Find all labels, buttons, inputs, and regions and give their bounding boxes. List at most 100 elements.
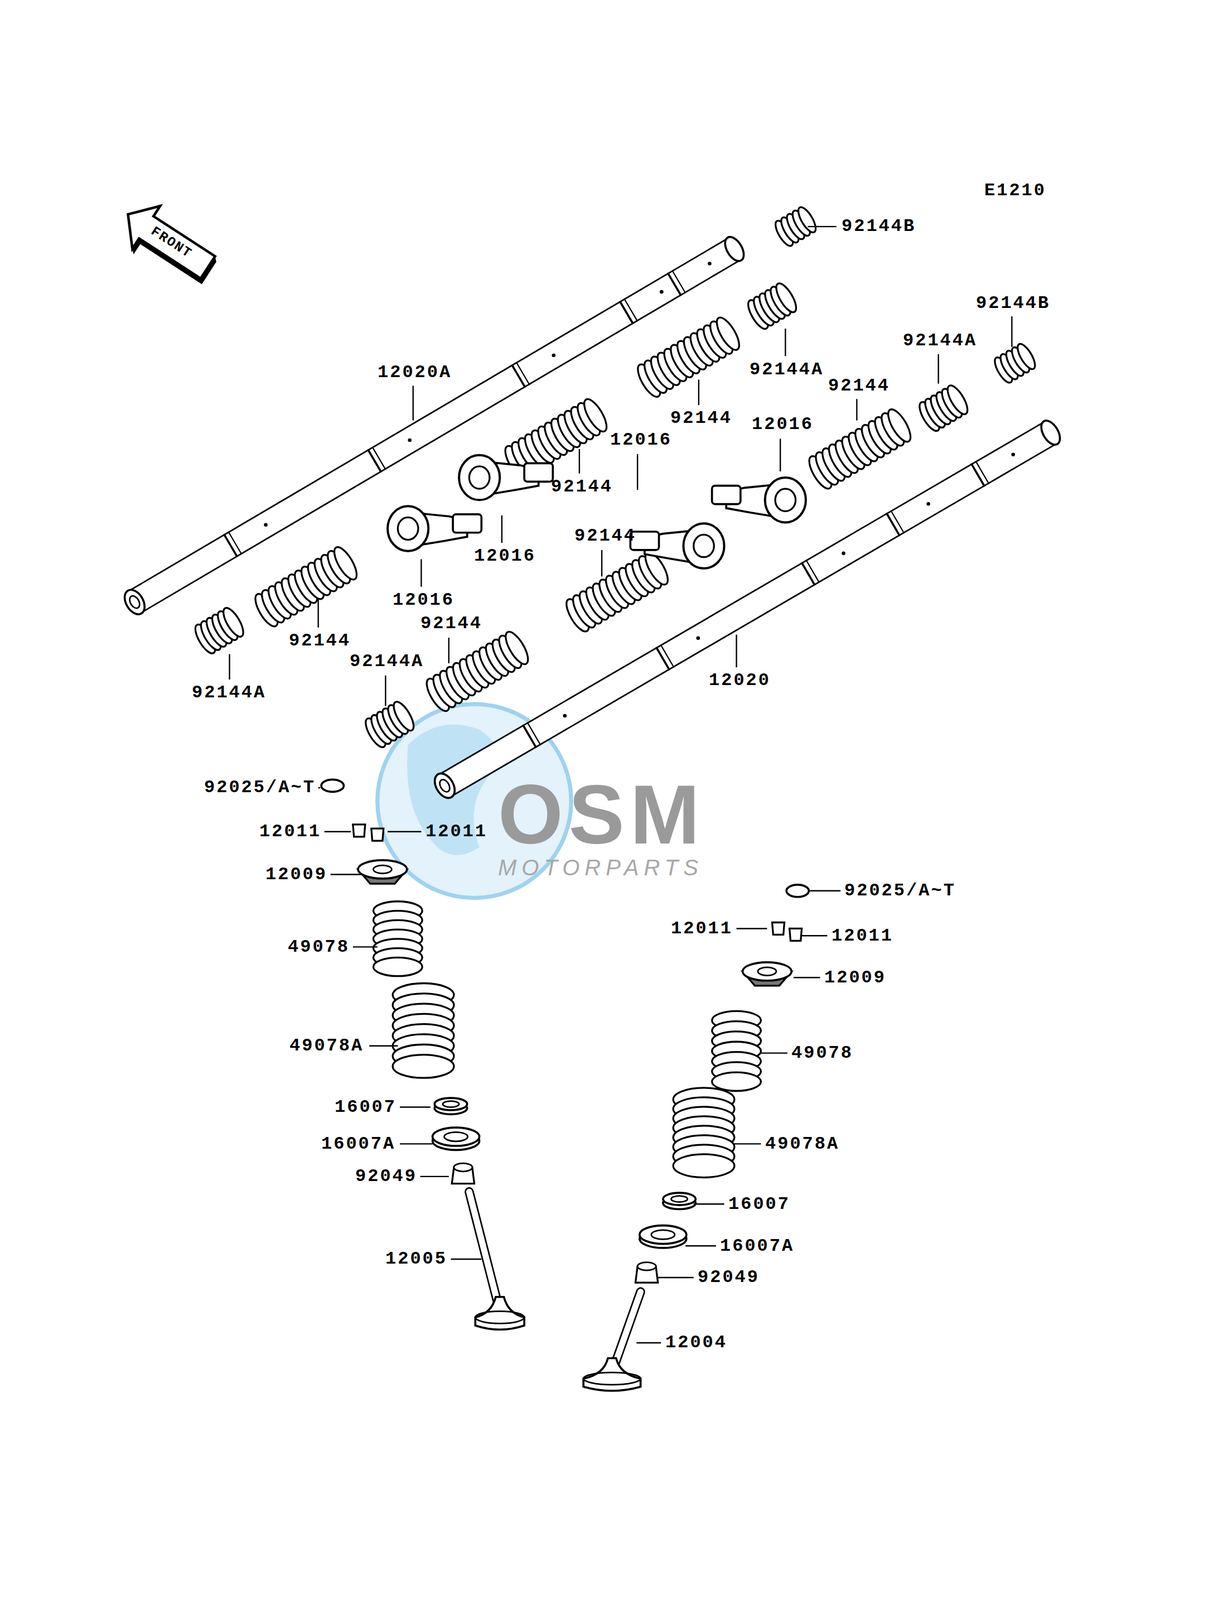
part-number: 92144 [670, 408, 733, 428]
part-number: 12005 [385, 1248, 448, 1269]
valve-stem-outline [469, 1191, 500, 1311]
rocker-spring [744, 280, 800, 332]
spring-seat-hole [670, 1195, 688, 1202]
rocker-arm [458, 455, 553, 500]
spring-seat [432, 1127, 480, 1150]
spring-seat-hole [444, 1131, 468, 1141]
part-number: 12009 [265, 864, 328, 884]
spring-seat [434, 1097, 468, 1114]
leader-line [450, 1258, 482, 1260]
shaft-body [444, 432, 1051, 786]
part-number: 12004 [665, 1332, 728, 1352]
valve-face [583, 1371, 641, 1385]
part-number: 92144A [349, 651, 424, 671]
leader-line [399, 1142, 433, 1144]
part-number: 92144 [420, 613, 483, 633]
leader-line [448, 637, 450, 664]
rocker-bore [397, 516, 419, 540]
shaft-groove [975, 460, 989, 484]
shaft-bore [127, 593, 142, 610]
part-number: 92049 [355, 1166, 418, 1186]
shaft-end [430, 769, 459, 801]
part-number: 16007 [728, 1194, 791, 1214]
spring-coil [501, 628, 533, 667]
rocker-spring [805, 405, 916, 492]
part-number: 92025/A~T [844, 880, 956, 901]
spring-seat-hole [442, 1100, 459, 1108]
shaft-groove [672, 269, 686, 293]
stem-seal-top [637, 1262, 656, 1271]
leader-line [856, 398, 858, 420]
valve-cotter [371, 828, 384, 841]
spring-retainer-hole [757, 967, 777, 976]
rocker-eye [387, 505, 429, 551]
part-number: 12016 [751, 414, 814, 434]
leader-line [801, 934, 828, 936]
rocker-eye [765, 477, 806, 522]
rocker-eye [683, 523, 724, 568]
front-arrow-shadow [129, 216, 219, 295]
rocker-pad [524, 462, 553, 482]
front-arrow [111, 193, 226, 294]
part-number: 49078 [791, 1042, 854, 1063]
rocker-arm [712, 477, 806, 522]
spring-coil [579, 395, 611, 435]
rocker-spring [250, 543, 361, 630]
shaft-end [1037, 417, 1064, 448]
shaft-groove [971, 463, 985, 487]
spring-retainer-hole [373, 864, 392, 874]
front-arrow-text: FRONT [147, 224, 195, 262]
leader-line [601, 549, 603, 577]
leader-line [1011, 316, 1013, 347]
leader-line [658, 1276, 694, 1278]
leader-line [808, 225, 837, 227]
shaft-groove [228, 531, 242, 555]
shaft-groove [624, 298, 638, 322]
shaft-groove [523, 724, 537, 748]
rocker-spring [422, 628, 533, 714]
rocker-spring [361, 698, 418, 751]
spring-retainer [742, 962, 792, 981]
shaft-groove [667, 272, 681, 296]
spring-seat-top [639, 1225, 687, 1244]
oil-hole [695, 635, 700, 640]
oil-hole [841, 551, 846, 556]
rocker-arm [387, 505, 482, 551]
valve-stem [469, 1191, 500, 1311]
leader-line [330, 873, 362, 875]
rocker-pad [452, 514, 482, 533]
part-number: 16007 [334, 1096, 397, 1117]
outer-valve-spring [392, 982, 454, 1078]
spring-seat-top [663, 1192, 696, 1205]
shaft-groove [886, 513, 900, 536]
leader-line [369, 1045, 398, 1047]
oil-hole [926, 501, 931, 506]
leader-line [793, 976, 821, 978]
part-number: 92144B [841, 216, 916, 236]
outer-valve-spring [673, 1087, 735, 1178]
part-number: 92025/A~T [204, 777, 316, 797]
watermark-logo: OSM [498, 772, 706, 857]
spring-coil [1014, 341, 1039, 372]
part-number: 12009 [824, 967, 887, 988]
leader-line [317, 597, 319, 628]
part-number: 92144 [574, 525, 637, 546]
oil-hole [707, 261, 712, 266]
leader-lines [229, 226, 1013, 1343]
spring-coil [712, 314, 744, 354]
spring-seat [639, 1225, 687, 1248]
shaft-groove [223, 533, 238, 557]
shaft-groove [516, 361, 530, 385]
stem-seal-top [453, 1162, 473, 1172]
shaft-groove [371, 446, 386, 470]
part-number: 12011 [259, 821, 322, 841]
part-number: 49078 [287, 936, 350, 957]
leader-line [779, 438, 781, 472]
leader-line [420, 558, 422, 587]
spring-coil [673, 1153, 735, 1178]
rocker-bore [775, 488, 796, 511]
shaft-body [134, 248, 734, 602]
spring-coil [712, 1071, 762, 1091]
shaft-end [721, 233, 748, 264]
part-number: 49078A [289, 1035, 364, 1056]
